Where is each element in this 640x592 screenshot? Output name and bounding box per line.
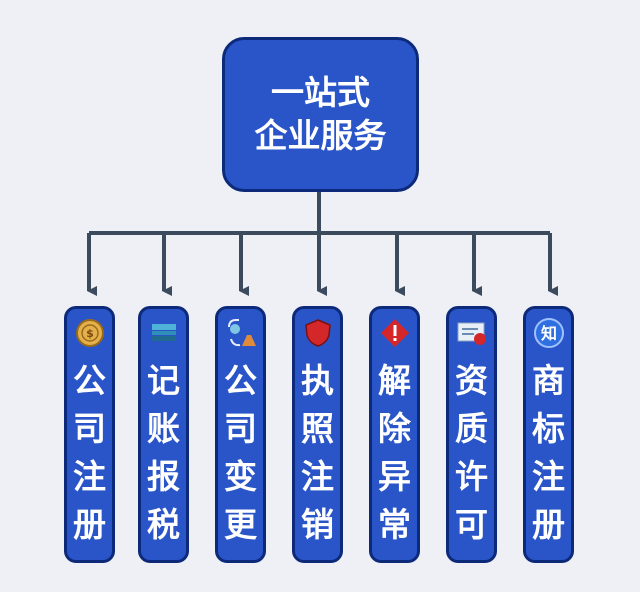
root-title-line2: 企业服务 <box>254 115 387 155</box>
service-card-remove-abnormal: 解除异常 <box>369 306 420 563</box>
service-label: 公司注册 <box>73 361 106 544</box>
ledger-icon <box>148 317 180 349</box>
service-label: 资质许可 <box>455 361 488 544</box>
svg-text:$: $ <box>86 327 94 340</box>
service-card-company-change: 公司变更 <box>215 306 266 563</box>
service-card-bookkeeping-tax: 记账报税 <box>138 306 189 563</box>
service-label: 记账报税 <box>147 361 180 544</box>
zhi-icon: 知 <box>533 317 565 349</box>
service-card-license-cancellation: 执照注销 <box>292 306 343 563</box>
root-node: 一站式 企业服务 <box>222 37 419 192</box>
root-title-line1: 一站式 <box>271 72 370 112</box>
service-label: 商标注册 <box>532 361 565 544</box>
service-card-qualification-license: 资质许可 <box>446 306 497 563</box>
service-label: 执照注销 <box>301 361 334 544</box>
service-card-trademark-registration: 知 商标注册 <box>523 306 574 563</box>
change-icon <box>225 317 257 349</box>
alert-icon <box>379 317 411 349</box>
service-label: 公司变更 <box>224 361 257 544</box>
service-card-company-registration: $ 公司注册 <box>64 306 115 563</box>
shield-icon <box>302 317 334 349</box>
zhi-icon-char: 知 <box>540 324 556 343</box>
service-label: 解除异常 <box>378 361 411 544</box>
certificate-icon <box>456 317 488 349</box>
coin-icon: $ <box>74 317 106 349</box>
